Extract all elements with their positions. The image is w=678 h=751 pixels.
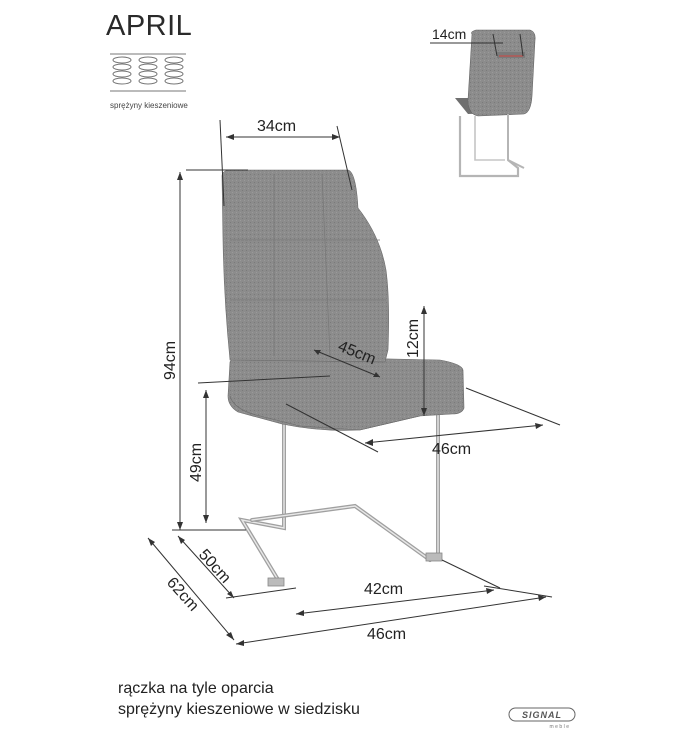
backrest-stitching xyxy=(230,173,386,357)
leg-depth-label: 50cm xyxy=(195,546,234,586)
feature-notes: rączka na tyle oparcia sprężyny kieszeni… xyxy=(118,678,360,720)
handle-width-dimension xyxy=(430,33,524,57)
dimension-lines xyxy=(147,119,561,645)
pocket-spring-icon xyxy=(110,53,186,92)
product-title: APRIL xyxy=(106,10,193,42)
backrest-width-label: 34cm xyxy=(257,118,296,135)
feature-note: rączka na tyle oparcia xyxy=(118,680,274,697)
feature-note: sprężyny kieszeniowe w siedzisku xyxy=(118,701,360,718)
spring-caption: sprężyny kieszeniowe xyxy=(110,101,188,110)
chair-seat xyxy=(227,355,465,431)
chair-backrest xyxy=(221,169,389,363)
seat-width-label: 46cm xyxy=(432,441,471,458)
chair-back-view xyxy=(455,29,536,178)
brand-tagline: meble xyxy=(549,724,570,730)
brand-name: SIGNAL xyxy=(522,710,562,720)
total-height-label: 94cm xyxy=(162,341,179,380)
cushion-height-label: 12cm xyxy=(405,319,422,358)
signal-logo: SIGNAL meble xyxy=(508,707,576,730)
total-width-label: 46cm xyxy=(367,626,406,643)
seat-height-label: 49cm xyxy=(188,443,205,482)
handle-width-label: 14cm xyxy=(432,26,466,42)
base-width-label: 42cm xyxy=(364,581,403,598)
arrow-heads xyxy=(148,134,546,646)
chair-frame xyxy=(237,408,443,587)
